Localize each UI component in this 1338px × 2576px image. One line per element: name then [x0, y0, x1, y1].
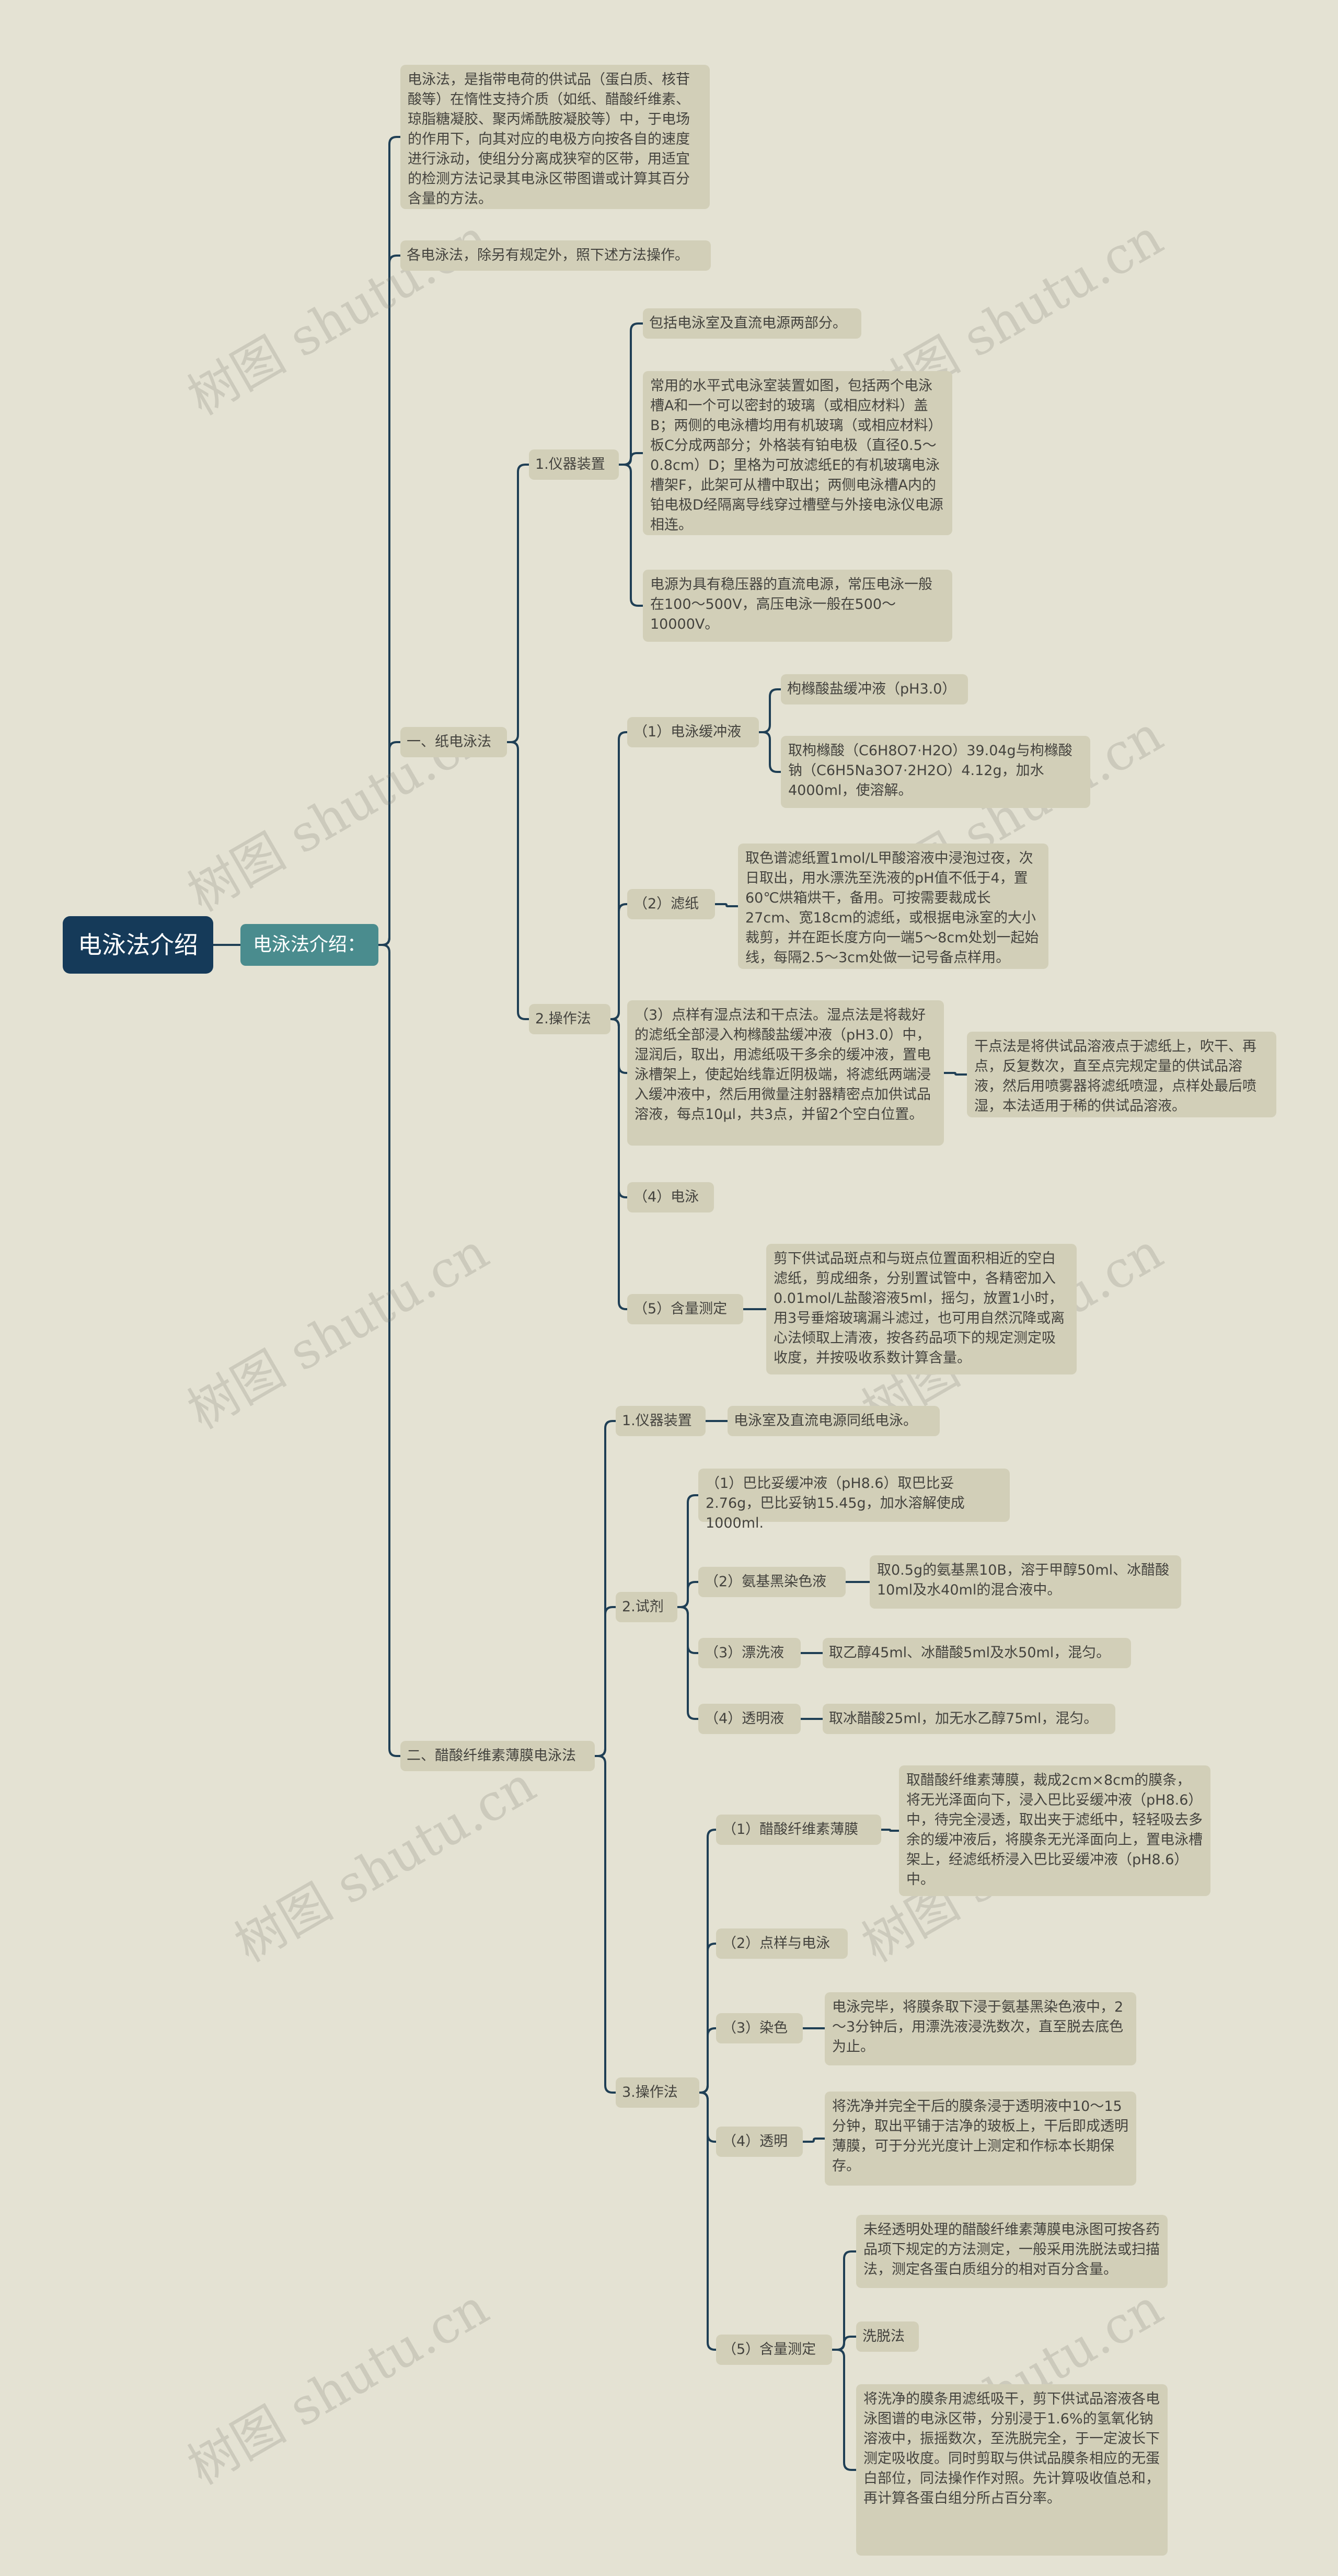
connector-group: [213, 136, 967, 2471]
connector-level1-node-to-paper-method-node: [378, 741, 400, 946]
buffer-name-node[interactable]: 枸橼酸盐缓冲液（pH3.0）: [781, 674, 968, 704]
connector-reagents-node-to-stain-node: [677, 1581, 698, 1608]
rinse-node[interactable]: （3）漂洗液: [698, 1638, 801, 1668]
transparent-text[interactable]: 将洗净并完全干后的膜条浸于透明液中10～15分钟，取出平铺于洁净的玻板上，干后即…: [825, 2092, 1136, 2186]
connector-membrane-node-to-membrane-text: [881, 1829, 899, 1832]
elution-node[interactable]: 洗脱法: [856, 2321, 919, 2352]
reagents-node[interactable]: 2.试剂: [616, 1592, 677, 1622]
connector-cellulose-method-node-to-reagents-node: [595, 1606, 616, 1757]
connector-paper-operation-node-to-paper-quant-node: [610, 1018, 627, 1310]
cellulose-operation-node[interactable]: 3.操作法: [616, 2077, 699, 2108]
spotting-node[interactable]: （3）点样有湿点法和干点法。湿点法是将裁好的滤纸全部浸入枸橼酸盐缓冲液（pH3.…: [627, 1000, 944, 1146]
connector-level1-node-to-cellulose-method-node: [378, 944, 400, 1757]
connector-cellulose-quant-node-to-elution-text: [832, 2349, 856, 2471]
paper-quant-node[interactable]: （5）含量测定: [627, 1294, 743, 1324]
stain-node[interactable]: （2）氨基黑染色液: [698, 1567, 846, 1597]
connector-transparent-node-to-transparent-text: [803, 2138, 825, 2143]
membrane-text[interactable]: 取醋酸纤维素薄膜，裁成2cm×8cm的膜条，将无光泽面向下，浸入巴比妥缓冲液（p…: [899, 1765, 1210, 1896]
filter-paper-node[interactable]: （2）滤纸: [627, 889, 715, 919]
paper-apparatus-item-1[interactable]: 包括电泳室及直流电源两部分。: [643, 308, 861, 339]
rule-node[interactable]: 各电泳法，除另有规定外，照下述方法操作。: [400, 240, 711, 271]
connector-paper-apparatus-node-to-paper-apparatus-item-3: [619, 464, 643, 607]
stain-text[interactable]: 取0.5g的氨基黑10B，溶于甲醇50ml、冰醋酸10ml及水40ml的混合液中…: [870, 1555, 1181, 1609]
paper-apparatus-item-2[interactable]: 常用的水平式电泳室装置如图，包括两个电泳槽A和一个可以密封的玻璃（或相应材料）盖…: [643, 371, 952, 535]
dry-spotting-node[interactable]: 干点法是将供试品溶液点于滤纸上，吹干、再点，反复数次，直至点完规定量的供试品溶液…: [967, 1032, 1276, 1117]
clear-node[interactable]: （4）透明液: [698, 1704, 801, 1734]
electrophoresis-node[interactable]: （4）电泳: [627, 1182, 714, 1212]
membrane-node[interactable]: （1）醋酸纤维素薄膜: [716, 1815, 881, 1845]
dye-node[interactable]: （3）染色: [716, 2013, 803, 2043]
connector-filter-paper-node-to-filter-paper-text: [715, 903, 738, 907]
filter-paper-text[interactable]: 取色谱滤纸置1mol/L甲酸溶液中浸泡过夜，次日取出，用水漂洗至洗液的pH值不低…: [738, 844, 1048, 969]
connector-reagents-node-to-clear-node: [677, 1606, 698, 1720]
connector-paper-method-node-to-paper-apparatus-node: [507, 464, 529, 743]
root-node[interactable]: 电泳法介绍: [63, 916, 213, 974]
connector-buffer-node-to-buffer-name-node: [759, 688, 781, 733]
elution-text[interactable]: 将洗净的膜条用滤纸吸干，剪下供试品溶液各电泳图谱的电泳区带，分别浸于1.6%的氢…: [856, 2384, 1168, 2556]
dye-text[interactable]: 电泳完毕，将膜条取下浸于氨基黑染色液中，2～3分钟后，用漂洗液浸洗数次，直至脱去…: [825, 1992, 1136, 2065]
connector-spotting-node-to-dry-spotting-node: [944, 1072, 967, 1076]
paper-quant-text[interactable]: 剪下供试品斑点和与斑点位置面积相近的空白滤纸，剪成细条，分别置试管中，各精密加入…: [766, 1244, 1077, 1374]
paper-method-node[interactable]: 一、纸电泳法: [400, 727, 507, 757]
connector-paper-method-node-to-paper-operation-node: [507, 741, 529, 1020]
cellulose-apparatus-text[interactable]: 电泳室及直流电源同纸电泳。: [728, 1406, 940, 1436]
paper-apparatus-item-3[interactable]: 电源为具有稳压器的直流电源，常压电泳一般在100～500V，高压电泳一般在500…: [643, 570, 952, 642]
quant-method-text[interactable]: 未经透明处理的醋酸纤维素薄膜电泳图可按各药品项下规定的方法测定，一般采用洗脱法或…: [856, 2215, 1168, 2288]
connector-cellulose-operation-node-to-dye-node: [699, 2027, 716, 2094]
buffer-recipe-node[interactable]: 取枸橼酸（C6H8O7·H2O）39.04g与枸橼酸钠（C6H5Na3O7·2H…: [781, 736, 1090, 808]
spot-electrophoresis-node[interactable]: （2）点样与电泳: [716, 1928, 848, 1959]
barbital-buffer-node[interactable]: （1）巴比妥缓冲液（pH8.6）取巴比妥2.76g，巴比妥钠15.45g，加水溶…: [698, 1469, 1010, 1531]
connector-paper-apparatus-node-to-paper-apparatus-item-2: [619, 452, 643, 466]
rinse-text[interactable]: 取乙醇45ml、冰醋酸5ml及水50ml，混匀。: [823, 1638, 1131, 1668]
connector-buffer-node-to-buffer-recipe-node: [759, 731, 781, 773]
connector-cellulose-method-node-to-cellulose-operation-node: [595, 1755, 616, 2094]
paper-operation-node[interactable]: 2.操作法: [529, 1004, 610, 1034]
cellulose-quant-node[interactable]: （5）含量测定: [716, 2335, 832, 2365]
connector-cellulose-quant-node-to-quant-method-text: [832, 2250, 856, 2351]
connector-cellulose-operation-node-to-cellulose-quant-node: [699, 2092, 716, 2351]
level1-node[interactable]: 电泳法介绍：: [240, 924, 378, 966]
buffer-node[interactable]: （1）电泳缓冲液: [627, 717, 759, 747]
connector-paper-apparatus-node-to-paper-apparatus-item-1: [619, 322, 643, 466]
clear-text[interactable]: 取冰醋酸25ml，加无水乙醇75ml，混匀。: [823, 1704, 1115, 1734]
transparent-node[interactable]: （4）透明: [716, 2127, 803, 2157]
definition-node[interactable]: 电泳法，是指带电荷的供试品（蛋白质、核苷酸等）在惰性支持介质（如纸、醋酸纤维素、…: [400, 65, 710, 209]
paper-apparatus-node[interactable]: 1.仪器装置: [529, 449, 619, 480]
connector-paper-operation-node-to-filter-paper-node: [610, 903, 627, 1020]
cellulose-method-node[interactable]: 二、醋酸纤维素薄膜电泳法: [400, 1741, 595, 1771]
connector-cellulose-quant-node-to-elution-node: [832, 2336, 856, 2351]
cellulose-apparatus-node[interactable]: 1.仪器装置: [616, 1406, 706, 1436]
